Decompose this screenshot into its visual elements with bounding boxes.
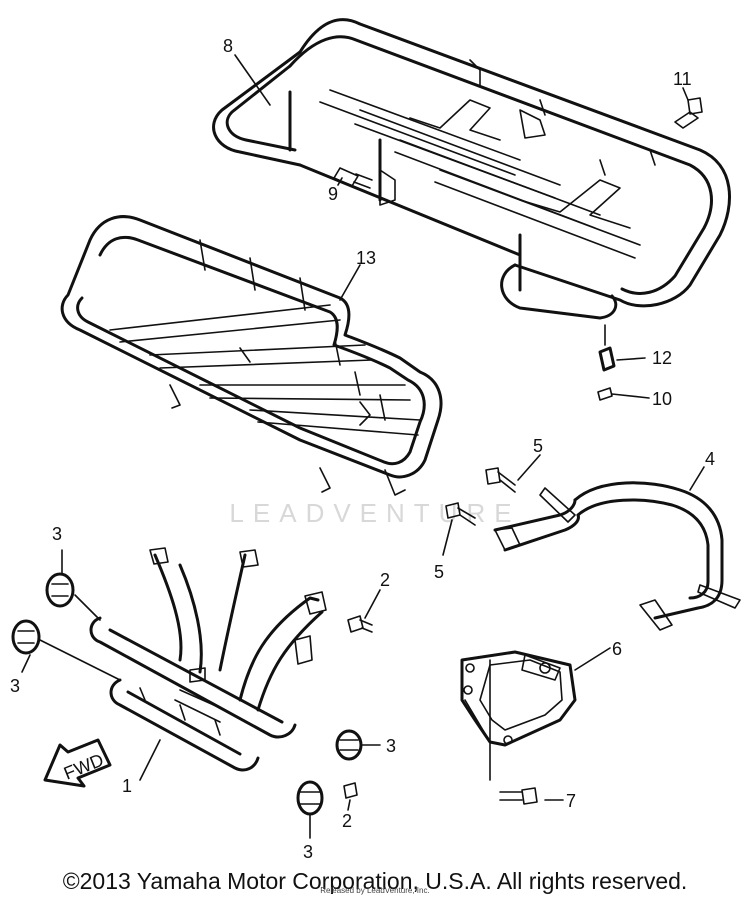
callout-12: 12	[652, 348, 672, 368]
bolt-9	[333, 167, 359, 187]
callout-3b: 3	[10, 676, 20, 696]
callout-5b: 5	[434, 562, 444, 582]
callout-7: 7	[566, 791, 576, 811]
bolt-7	[521, 787, 538, 805]
collar-10	[597, 387, 613, 401]
callout-5a: 5	[533, 436, 543, 456]
callout-10: 10	[652, 389, 672, 409]
callout-2b: 2	[342, 811, 352, 831]
callout-2a: 2	[380, 570, 390, 590]
copyright-notice: ©2013 Yamaha Motor Corporation, U.S.A. A…	[62, 868, 688, 894]
front-carrier-part-13	[60, 215, 443, 496]
lower-frame-part-1	[89, 547, 327, 772]
hardware-parts	[11, 97, 703, 816]
bolt-5a	[485, 467, 501, 485]
bracket-part-6	[460, 650, 577, 747]
watermark: LEADVENTURE	[229, 498, 521, 528]
leader-lines	[21, 54, 705, 839]
callout-1: 1	[122, 776, 132, 796]
callout-labels: 8 11 9 13 12 10 5 4 5 3 2 3 6 3 1 7 2 3	[10, 36, 715, 862]
callout-9: 9	[328, 184, 338, 204]
callout-3a: 3	[52, 524, 62, 544]
damper-3d	[296, 780, 324, 816]
rear-carrier-part-8	[212, 18, 731, 320]
damper-3b	[11, 619, 41, 655]
callout-8: 8	[223, 36, 233, 56]
bolt-11	[674, 111, 699, 129]
bolt-5b	[445, 502, 461, 519]
bolt-2b	[343, 782, 358, 799]
callout-3d: 3	[303, 842, 313, 862]
bolt-2a	[347, 615, 364, 633]
grommet-12	[598, 346, 616, 372]
fwd-arrow: FWD	[43, 738, 112, 788]
fwd-label: FWD	[61, 750, 106, 784]
damper-3c	[335, 729, 363, 761]
released-by-notice: Released by LeadVenture, Inc.	[320, 886, 430, 895]
callout-13: 13	[356, 248, 376, 268]
bracket-part-4	[493, 481, 741, 631]
callout-11: 11	[673, 69, 692, 89]
damper-3a	[45, 572, 75, 608]
callout-6: 6	[612, 639, 622, 659]
callout-3c: 3	[386, 736, 396, 756]
callout-4: 4	[705, 449, 715, 469]
